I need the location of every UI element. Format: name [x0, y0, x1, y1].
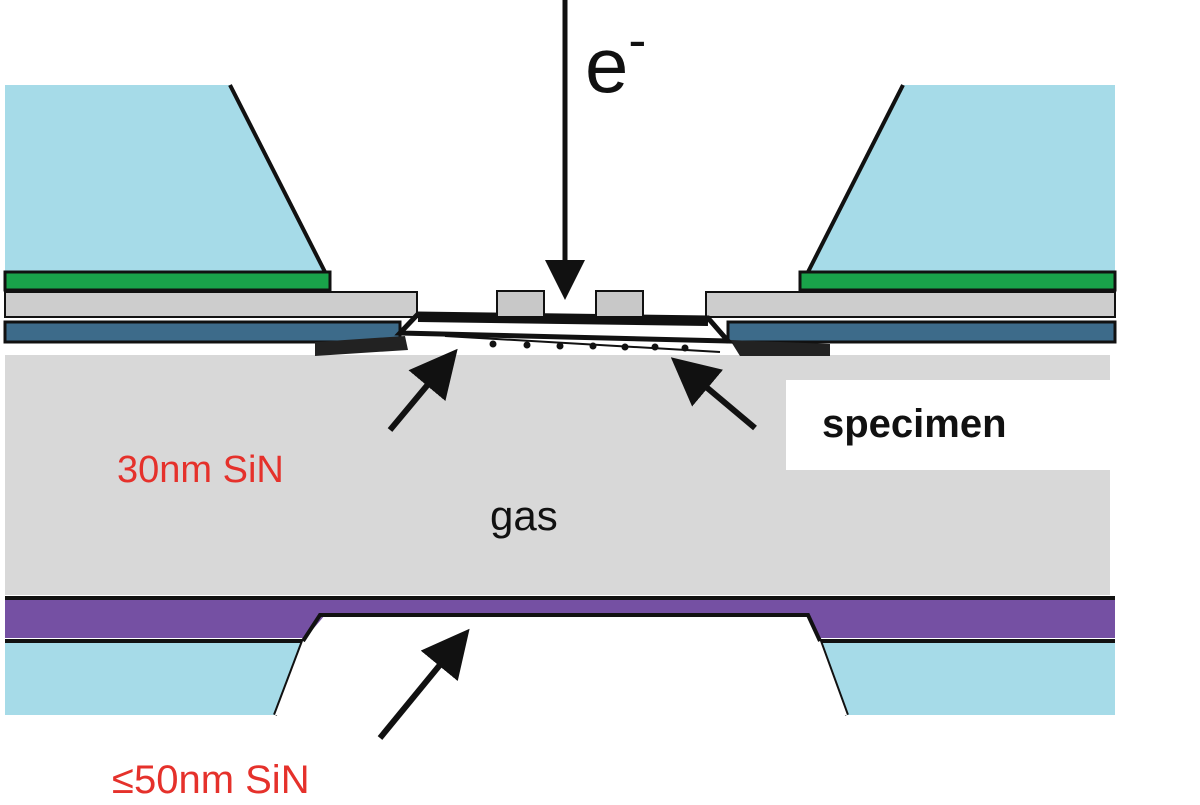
top-chip-right [705, 84, 1117, 356]
gray-layer-left [4, 291, 418, 318]
beam-label-superscript: - [628, 10, 646, 70]
specimen-label: specimen [822, 402, 1007, 446]
bottom-membrane [301, 613, 822, 643]
gas-label: gas [490, 492, 558, 539]
gasket-left [315, 336, 408, 356]
top-membrane [394, 311, 734, 353]
svg-text:e-: e- [585, 10, 646, 109]
silicon-frame-top-right [808, 85, 1115, 272]
particle [681, 344, 689, 352]
bottom-membrane-arrow [377, 628, 470, 740]
green-layer-left [3, 270, 332, 292]
silicon-frame-bottom-right [820, 641, 1115, 715]
specimen-particles [489, 340, 689, 352]
bottom-membrane-label: ≤50nm SiN [112, 758, 310, 802]
particle [523, 341, 531, 349]
particle [621, 343, 629, 351]
spacer-pad-right [595, 290, 644, 318]
spacer-pad-left [496, 290, 545, 318]
gray-layer-right [705, 291, 1116, 318]
particle [589, 342, 597, 350]
beam-label: e [585, 21, 628, 109]
silicon-frame-bottom-left [5, 641, 303, 715]
silicon-frame-top-left [5, 85, 325, 272]
particle [651, 343, 659, 351]
bottom-chip [5, 596, 1115, 716]
particle [489, 340, 497, 348]
top-chip-left [3, 84, 418, 356]
specimen-arrow [670, 357, 757, 431]
top-membrane-label: 30nm SiN [117, 449, 284, 491]
specimen-label-box [786, 380, 1200, 470]
top-membrane-arrow [387, 348, 458, 432]
particle [556, 342, 564, 350]
bottom-window-opening [275, 615, 847, 715]
blue-layer-left [3, 320, 402, 344]
gasket-right [730, 340, 830, 356]
green-layer-right [798, 270, 1117, 292]
blue-layer-right [726, 320, 1117, 344]
